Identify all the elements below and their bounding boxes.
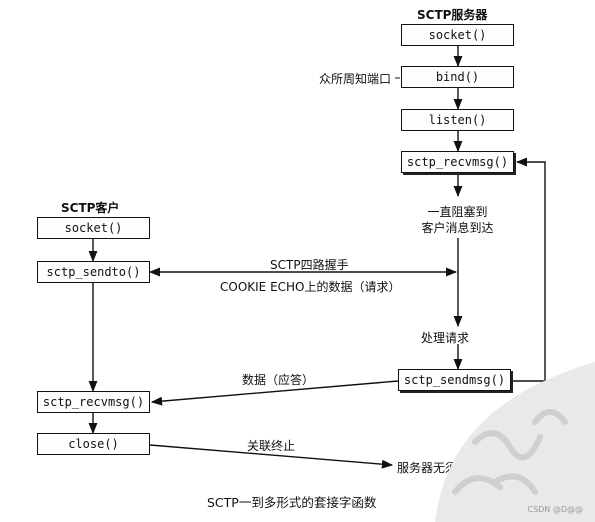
client-title: SCTP客户: [61, 201, 120, 215]
arrow-reply: [150, 380, 399, 406]
watermark-graphic: [435, 362, 595, 522]
server-listen-box: listen(): [401, 109, 514, 131]
client-close-box: close(): [37, 433, 150, 455]
block-note: 一直阻塞到 客户消息到达: [421, 205, 494, 235]
figure-caption: SCTP一到多形式的套接字函数: [207, 495, 377, 510]
arrow-loop-back: [513, 157, 546, 382]
request-label: COOKIE ECHO上的数据（请求）: [220, 280, 401, 294]
server-sendmsg-box: sctp_sendmsg(): [398, 369, 511, 391]
server-title: SCTP服务器: [417, 8, 488, 22]
handshake-label: SCTP四路握手: [270, 258, 349, 272]
csdn-credit: CSDN @D@@: [527, 505, 583, 514]
reply-label: 数据（应答）: [242, 373, 315, 387]
close-label: 关联终止: [247, 439, 296, 453]
server-recvmsg-box: sctp_recvmsg(): [401, 151, 514, 173]
server-bind-box: bind(): [401, 66, 514, 88]
process-note: 处理请求: [421, 331, 470, 345]
client-recvmsg-box: sctp_recvmsg(): [37, 391, 150, 413]
port-note: 众所周知端口: [319, 72, 392, 86]
client-socket-box: socket(): [37, 217, 150, 239]
arrow-close: [149, 444, 394, 469]
client-sendto-box: sctp_sendto(): [37, 261, 150, 283]
server-socket-box: socket(): [401, 24, 514, 46]
